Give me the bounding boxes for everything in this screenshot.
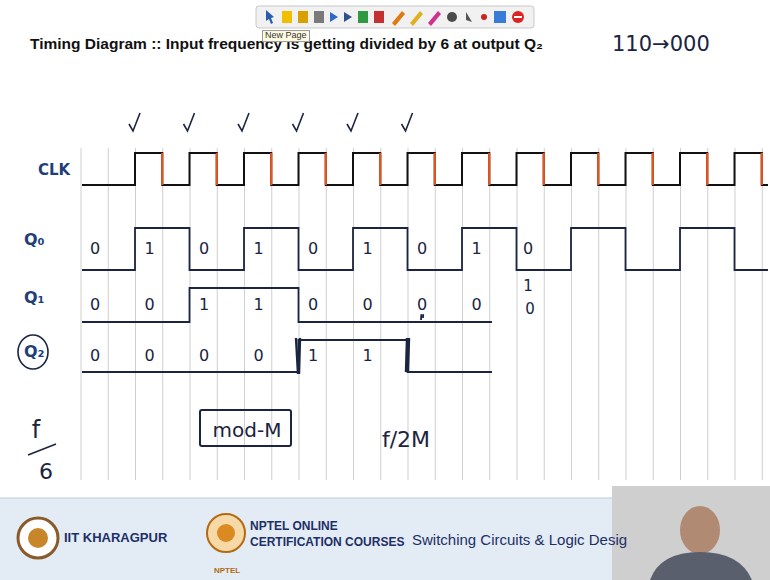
circle-mark (18, 335, 48, 369)
iit-logo (18, 518, 58, 558)
scribble-marks (296, 338, 409, 374)
institute-name: IIT KHARAGPUR (64, 531, 167, 545)
nptel-logo (217, 524, 235, 542)
bit-value: 0 (143, 347, 155, 365)
q1-wave (82, 288, 492, 322)
bit-value: 1 (252, 240, 264, 258)
bit-value: 0 (470, 296, 482, 314)
box-text: mod-M (213, 419, 278, 441)
handwritten-note: 6 (39, 460, 53, 484)
q2-wave (82, 340, 492, 372)
bit-value: 1 (307, 347, 319, 365)
course-title: Switching Circuits & Logic Desig (412, 532, 627, 549)
bit-value: 0 (89, 240, 101, 258)
signal-name: Q₁ (24, 289, 45, 307)
handwritten-note: f/2M (382, 428, 430, 452)
bit-value: 0 (361, 296, 373, 314)
bit-value: 0 (416, 240, 428, 258)
bit-value: 1 (198, 296, 210, 314)
bit-value: 0 (89, 347, 101, 365)
tooltip-text: New Page (262, 30, 310, 42)
bit-value: 0 (307, 240, 319, 258)
nptel-logo (207, 514, 245, 552)
handwritten-note: 110→000 (612, 33, 710, 56)
clock-wave (82, 153, 768, 185)
bit-value: 1 (143, 240, 155, 258)
falling-edges (162, 153, 762, 185)
q0-wave (82, 228, 768, 270)
logo-text: NPTEL (214, 567, 240, 576)
check-marks (129, 113, 413, 131)
bit-value: 0 (524, 301, 536, 318)
bit-value: 0 (198, 240, 210, 258)
grid-lines (81, 148, 762, 480)
bit-value: 0 (198, 347, 210, 365)
toolbar (256, 6, 534, 28)
video-inset (612, 486, 770, 580)
handwritten-box: mod-M (199, 409, 292, 447)
signal-name: Q₀ (24, 231, 45, 249)
signal-name: Q₂ (24, 343, 45, 361)
bit-value: 1 (252, 296, 264, 314)
course-name: NPTEL ONLINE (250, 520, 338, 533)
iit-logo (28, 528, 48, 548)
bit-value: 1 (470, 240, 482, 258)
course-name: CERTIFICATION COURSES (250, 536, 404, 549)
handwritten-note: f (32, 417, 40, 443)
fraction-bar (28, 444, 56, 455)
bit-value: 0 (252, 347, 264, 365)
bit-value: 1 (522, 278, 534, 295)
bit-value: 1 (361, 240, 373, 258)
signal-name: CLK (38, 162, 70, 179)
bit-value: 1 (361, 347, 373, 365)
bit-value: 0 (416, 296, 428, 314)
bit-value: 0 (89, 296, 101, 314)
presenter (680, 506, 720, 554)
presenter (650, 552, 752, 580)
bit-value: 0 (143, 296, 155, 314)
bit-value: 0 (307, 296, 319, 314)
bit-value: 0 (522, 240, 534, 258)
